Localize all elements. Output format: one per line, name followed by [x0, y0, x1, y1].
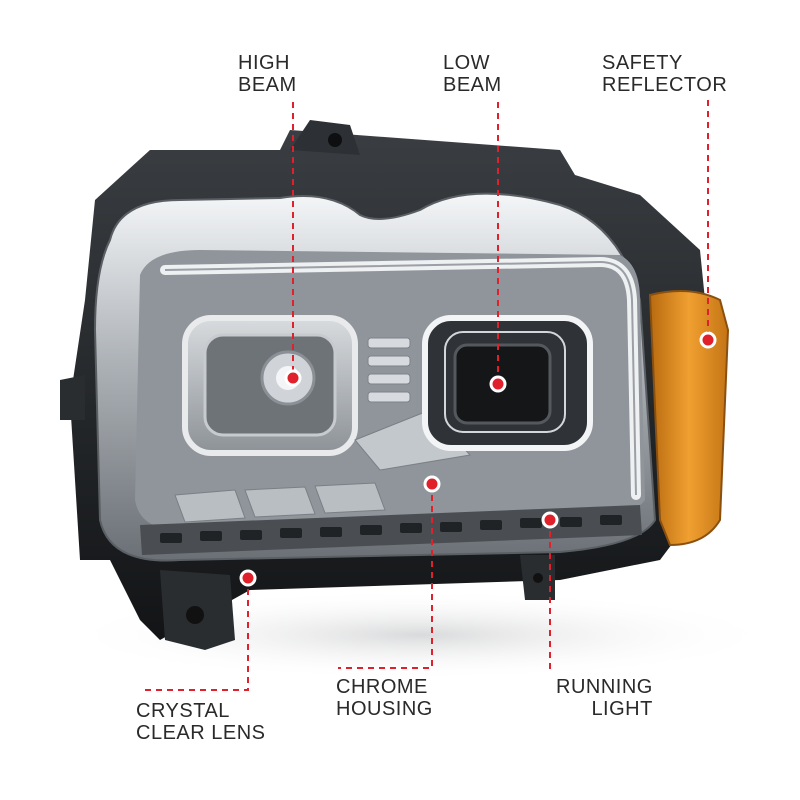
amber-reflector	[648, 290, 730, 547]
label-high-beam: HIGH BEAM	[238, 52, 297, 96]
callout-dots	[239, 331, 717, 587]
callout-dot-low-beam	[489, 375, 507, 393]
label-low-beam: LOW BEAM	[443, 52, 502, 96]
label-crystal-clear-lens: CRYSTAL CLEAR LENS	[136, 700, 266, 744]
label-chrome-housing: CHROME HOUSING	[336, 676, 433, 720]
callout-dot-running-light	[541, 511, 559, 529]
label-safety-reflector: SAFETY REFLECTOR	[602, 52, 728, 96]
callout-line-running-light	[549, 520, 556, 669]
label-running-light: RUNNING LIGHT	[556, 676, 653, 720]
mounting-tab-top	[290, 120, 360, 155]
callout-dot-chrome-housing	[423, 475, 441, 493]
callout-line-crystal-clear-lens	[140, 578, 249, 691]
floor-shadow	[60, 590, 780, 680]
mounting-tab-side	[60, 375, 85, 420]
running-light-strip	[140, 505, 642, 555]
callout-lines	[140, 100, 709, 691]
callout-line-chrome-housing	[338, 484, 433, 669]
callout-dot-crystal-clear-lens	[239, 569, 257, 587]
callout-dot-safety-reflector	[699, 331, 717, 349]
led-segments	[160, 515, 622, 543]
lower-chrome-grille	[174, 482, 386, 523]
callout-dot-high-beam	[284, 369, 302, 387]
